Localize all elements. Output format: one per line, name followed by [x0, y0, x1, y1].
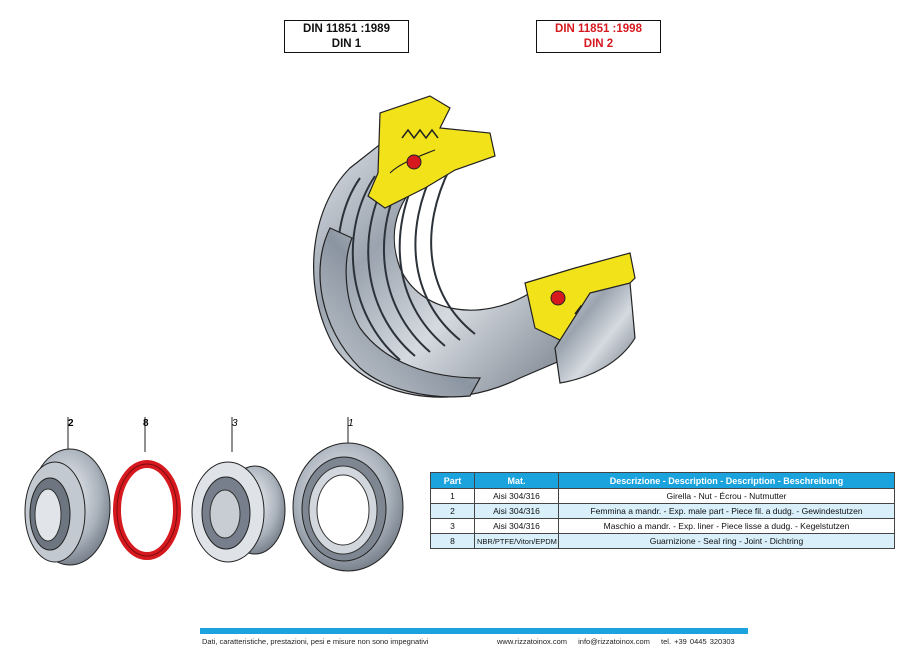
cell-material: Aisi 304/316 — [474, 488, 559, 504]
part-3-liner: 3 — [191, 417, 286, 563]
footer-phone: tel. +39 0445 320303 — [661, 637, 735, 646]
standard-subtitle: DIN 1 — [331, 37, 362, 50]
exploded-parts-illustration: 2 8 3 1 — [24, 417, 404, 572]
cell-description: Guarnizione - Seal ring - Joint - Dichtr… — [558, 533, 895, 549]
part-8-seal-ring: 8 — [113, 417, 181, 560]
cutaway-fitting-illustration — [313, 95, 636, 398]
standard-box-din2: DIN 11851 :1998 DIN 2 — [536, 20, 661, 53]
table-row: 2 Aisi 304/316 Femmina a mandr. - Exp. m… — [430, 503, 895, 519]
table-header-row: Part Mat. Descrizione - Description - De… — [430, 472, 895, 489]
part-label-8: 8 — [143, 418, 149, 429]
cell-part: 2 — [430, 503, 475, 519]
cell-description: Girella - Nut - Écrou - Nutmutter — [558, 488, 895, 504]
column-header-description: Descrizione - Description - Description … — [558, 472, 895, 489]
table-row: 1 Aisi 304/316 Girella - Nut - Écrou - N… — [430, 488, 895, 504]
footer-disclaimer: Dati, caratteristiche, prestazioni, pesi… — [202, 637, 429, 646]
footer-contacts: www.rizzatoinox.com info@rizzatoinox.com… — [497, 637, 743, 646]
standard-title: DIN 11851 :1998 — [555, 23, 642, 35]
parts-table: Part Mat. Descrizione - Description - De… — [430, 472, 895, 549]
standard-box-din1: DIN 11851 :1989 DIN 1 — [284, 20, 409, 53]
column-header-part: Part — [430, 472, 475, 489]
part-1-nut: 1 — [292, 417, 404, 572]
cell-material: Aisi 304/316 — [474, 503, 559, 519]
column-header-material: Mat. — [474, 472, 559, 489]
standard-title: DIN 11851 :1989 — [303, 23, 390, 35]
cell-part: 3 — [430, 518, 475, 534]
footer-website-link[interactable]: www.rizzatoinox.com — [497, 637, 568, 646]
part-label-2: 2 — [68, 418, 74, 429]
part-label-1: 1 — [348, 418, 354, 429]
table-row: 8 NBR/PTFE/Viton/EPDM Guarnizione - Seal… — [430, 533, 895, 549]
cell-description: Maschio a mandr. - Exp. liner - Piece li… — [558, 518, 895, 534]
footer-accent-bar — [200, 628, 748, 634]
cell-part: 1 — [430, 488, 475, 504]
table-row: 3 Aisi 304/316 Maschio a mandr. - Exp. l… — [430, 518, 895, 534]
standard-subtitle: DIN 2 — [583, 37, 614, 50]
cell-description: Femmina a mandr. - Exp. male part - Piec… — [558, 503, 895, 519]
footer-email-link[interactable]: info@rizzatoinox.com — [578, 637, 650, 646]
cell-material: Aisi 304/316 — [474, 518, 559, 534]
cell-material: NBR/PTFE/Viton/EPDM — [474, 533, 559, 549]
cell-part: 8 — [430, 533, 475, 549]
part-2-male-part: 2 — [24, 417, 111, 566]
part-label-3: 3 — [232, 418, 238, 429]
